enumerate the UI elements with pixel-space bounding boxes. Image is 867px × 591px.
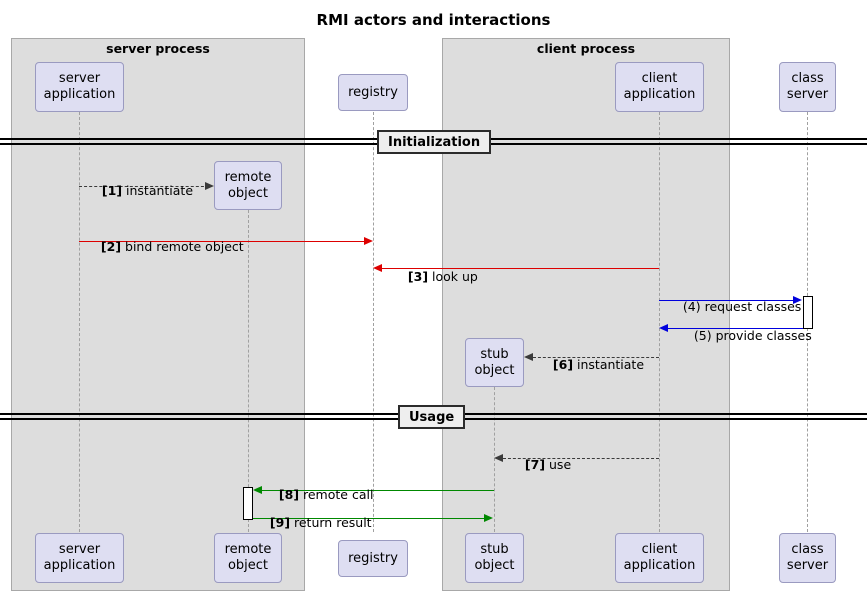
message-6-arrowhead (524, 353, 533, 361)
lifeline-remote-object (248, 210, 249, 532)
message-5-arrowhead (659, 324, 668, 332)
message-4-line (659, 300, 794, 301)
message-8-text: remote call (299, 487, 374, 502)
message-4-arrowhead (793, 296, 802, 304)
participant-class-server-top[interactable]: class server (779, 62, 836, 112)
message-4-text: request classes (700, 299, 802, 314)
participant-label-line1: client (641, 71, 678, 86)
message-7-line (503, 458, 659, 459)
message-3-label: [3] look up (392, 254, 478, 299)
participant-label-line2: object (474, 558, 515, 573)
message-3-line (382, 268, 659, 269)
message-4-label: (4) request classes (667, 284, 801, 329)
message-7-number: [7] (524, 457, 546, 472)
lifeline-server-application (79, 112, 80, 532)
participant-label-line2: application (623, 558, 696, 573)
participant-client-application-top[interactable]: client application (615, 62, 704, 112)
message-1-number: [1] (101, 183, 123, 198)
message-7-arrowhead (494, 454, 503, 462)
activation-class-server (803, 296, 813, 329)
participant-label-line1: class (791, 542, 824, 557)
message-4-number: (4) (682, 299, 701, 314)
message-6-text: instantiate (573, 357, 645, 372)
participant-label-line1: remote (224, 169, 272, 185)
message-7-text: use (545, 457, 572, 472)
participant-registry-bottom[interactable]: registry (338, 540, 408, 577)
message-8-number: [8] (278, 487, 300, 502)
participant-label-line2: application (43, 87, 116, 102)
participant-server-application-top[interactable]: server application (35, 62, 124, 112)
lifeline-registry (373, 112, 374, 532)
participant-label-line1: client (641, 542, 678, 557)
participant-label-line1: registry (348, 84, 398, 100)
participant-label-line1: remote (224, 542, 272, 557)
group-client-process-label: client process (536, 41, 636, 56)
divider-usage-label: Usage (398, 405, 466, 429)
message-6-label: [6] instantiate (537, 342, 644, 387)
message-5-label: (5) provide classes (678, 313, 812, 358)
participant-server-application-bottom[interactable]: server application (35, 533, 124, 583)
message-3-text: look up (428, 269, 478, 284)
message-3-number: [3] (407, 269, 429, 284)
participant-stub-object-bottom[interactable]: stub object (465, 533, 524, 583)
participant-class-server-bottom[interactable]: class server (779, 533, 836, 583)
message-8-arrowhead (253, 486, 262, 494)
participant-label-line2: server (786, 87, 829, 102)
message-9-arrowhead (484, 514, 493, 522)
message-9-text: return result (290, 515, 372, 530)
participant-label-line2: application (43, 558, 116, 573)
participant-label-line1: registry (348, 550, 398, 566)
participant-label-line1: server (58, 71, 101, 86)
page-title: RMI actors and interactions (316, 11, 551, 29)
lifeline-client-application (659, 112, 660, 532)
message-6-line (533, 357, 659, 358)
message-2-number: [2] (100, 239, 122, 254)
participant-label-line1: class (791, 71, 824, 86)
message-1-label: [1] instantiate (86, 168, 193, 213)
participant-label-line2: object (227, 558, 269, 573)
message-5-text: provide classes (711, 328, 812, 343)
participant-label-line1: server (58, 542, 101, 557)
participant-stub-object-created[interactable]: stub object (465, 338, 524, 387)
message-3-arrowhead (373, 264, 382, 272)
divider-initialization-label: Initialization (377, 130, 492, 154)
message-7-label: [7] use (509, 442, 571, 487)
message-9-number: [9] (269, 515, 291, 530)
message-2-arrowhead (364, 237, 373, 245)
participant-label-line2: application (623, 87, 696, 102)
message-9-label: [9] return result (254, 500, 372, 545)
message-8-label: [8] remote call (263, 472, 374, 517)
participant-label-line1: stub (480, 542, 509, 557)
participant-client-application-bottom[interactable]: client application (615, 533, 704, 583)
message-1-arrowhead (205, 182, 214, 190)
message-5-number: (5) (693, 328, 712, 343)
message-5-line (668, 328, 803, 329)
message-6-number: [6] (552, 357, 574, 372)
participant-label-line2: object (227, 185, 269, 201)
activation-remote-object (243, 487, 253, 520)
message-9-line (253, 518, 485, 519)
message-1-text: instantiate (122, 183, 194, 198)
participant-label-line2: server (786, 558, 829, 573)
group-server-process-label: server process (106, 41, 210, 56)
message-8-line (262, 490, 494, 491)
participant-remote-object-bottom[interactable]: remote object (214, 533, 282, 583)
participant-registry-top[interactable]: registry (338, 74, 408, 111)
participant-label-line1: stub (480, 346, 509, 362)
message-2-label: [2] bind remote object (85, 224, 244, 269)
participant-label-line2: object (474, 362, 515, 378)
participant-remote-object-created[interactable]: remote object (214, 161, 282, 210)
message-2-text: bind remote object (121, 239, 244, 254)
message-1-line (79, 186, 209, 187)
message-2-line (79, 241, 365, 242)
group-server-process: server process (11, 38, 305, 591)
